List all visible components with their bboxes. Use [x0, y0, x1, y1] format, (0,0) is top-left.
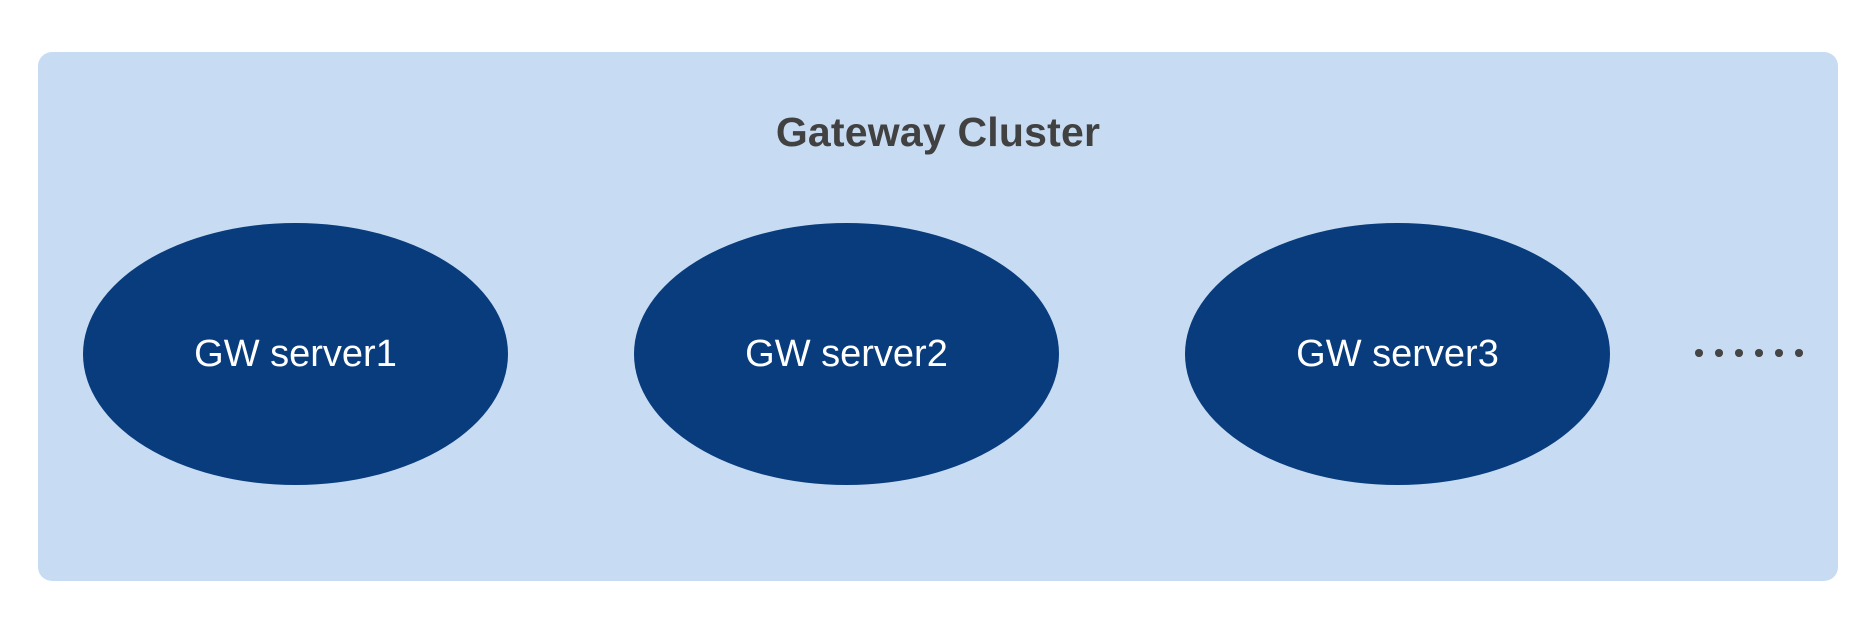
gateway-node-label: GW server2 [745, 333, 948, 375]
ellipsis-dot [1715, 349, 1723, 357]
ellipsis-dot [1695, 349, 1703, 357]
ellipsis-dot [1755, 349, 1763, 357]
gateway-node-row: GW server1 GW server2 GW server3 ...... [83, 223, 1803, 485]
ellipsis-dot [1735, 349, 1743, 357]
cluster-title: Gateway Cluster [775, 109, 1101, 155]
gateway-node-label: GW server3 [1296, 333, 1499, 375]
ellipsis-dot [1775, 349, 1783, 357]
gateway-node-gw-server-3[interactable]: GW server3 [1185, 223, 1610, 485]
gateway-cluster-container: Gateway Cluster GW server1 GW server2 GW… [38, 52, 1838, 581]
gateway-node-gw-server-1[interactable]: GW server1 [83, 223, 508, 485]
ellipsis-dot [1795, 349, 1803, 357]
gateway-node-gw-server-2[interactable]: GW server2 [634, 223, 1059, 485]
gateway-node-label: GW server1 [194, 333, 397, 375]
more-nodes-ellipsis-icon: ...... [1695, 343, 1803, 363]
